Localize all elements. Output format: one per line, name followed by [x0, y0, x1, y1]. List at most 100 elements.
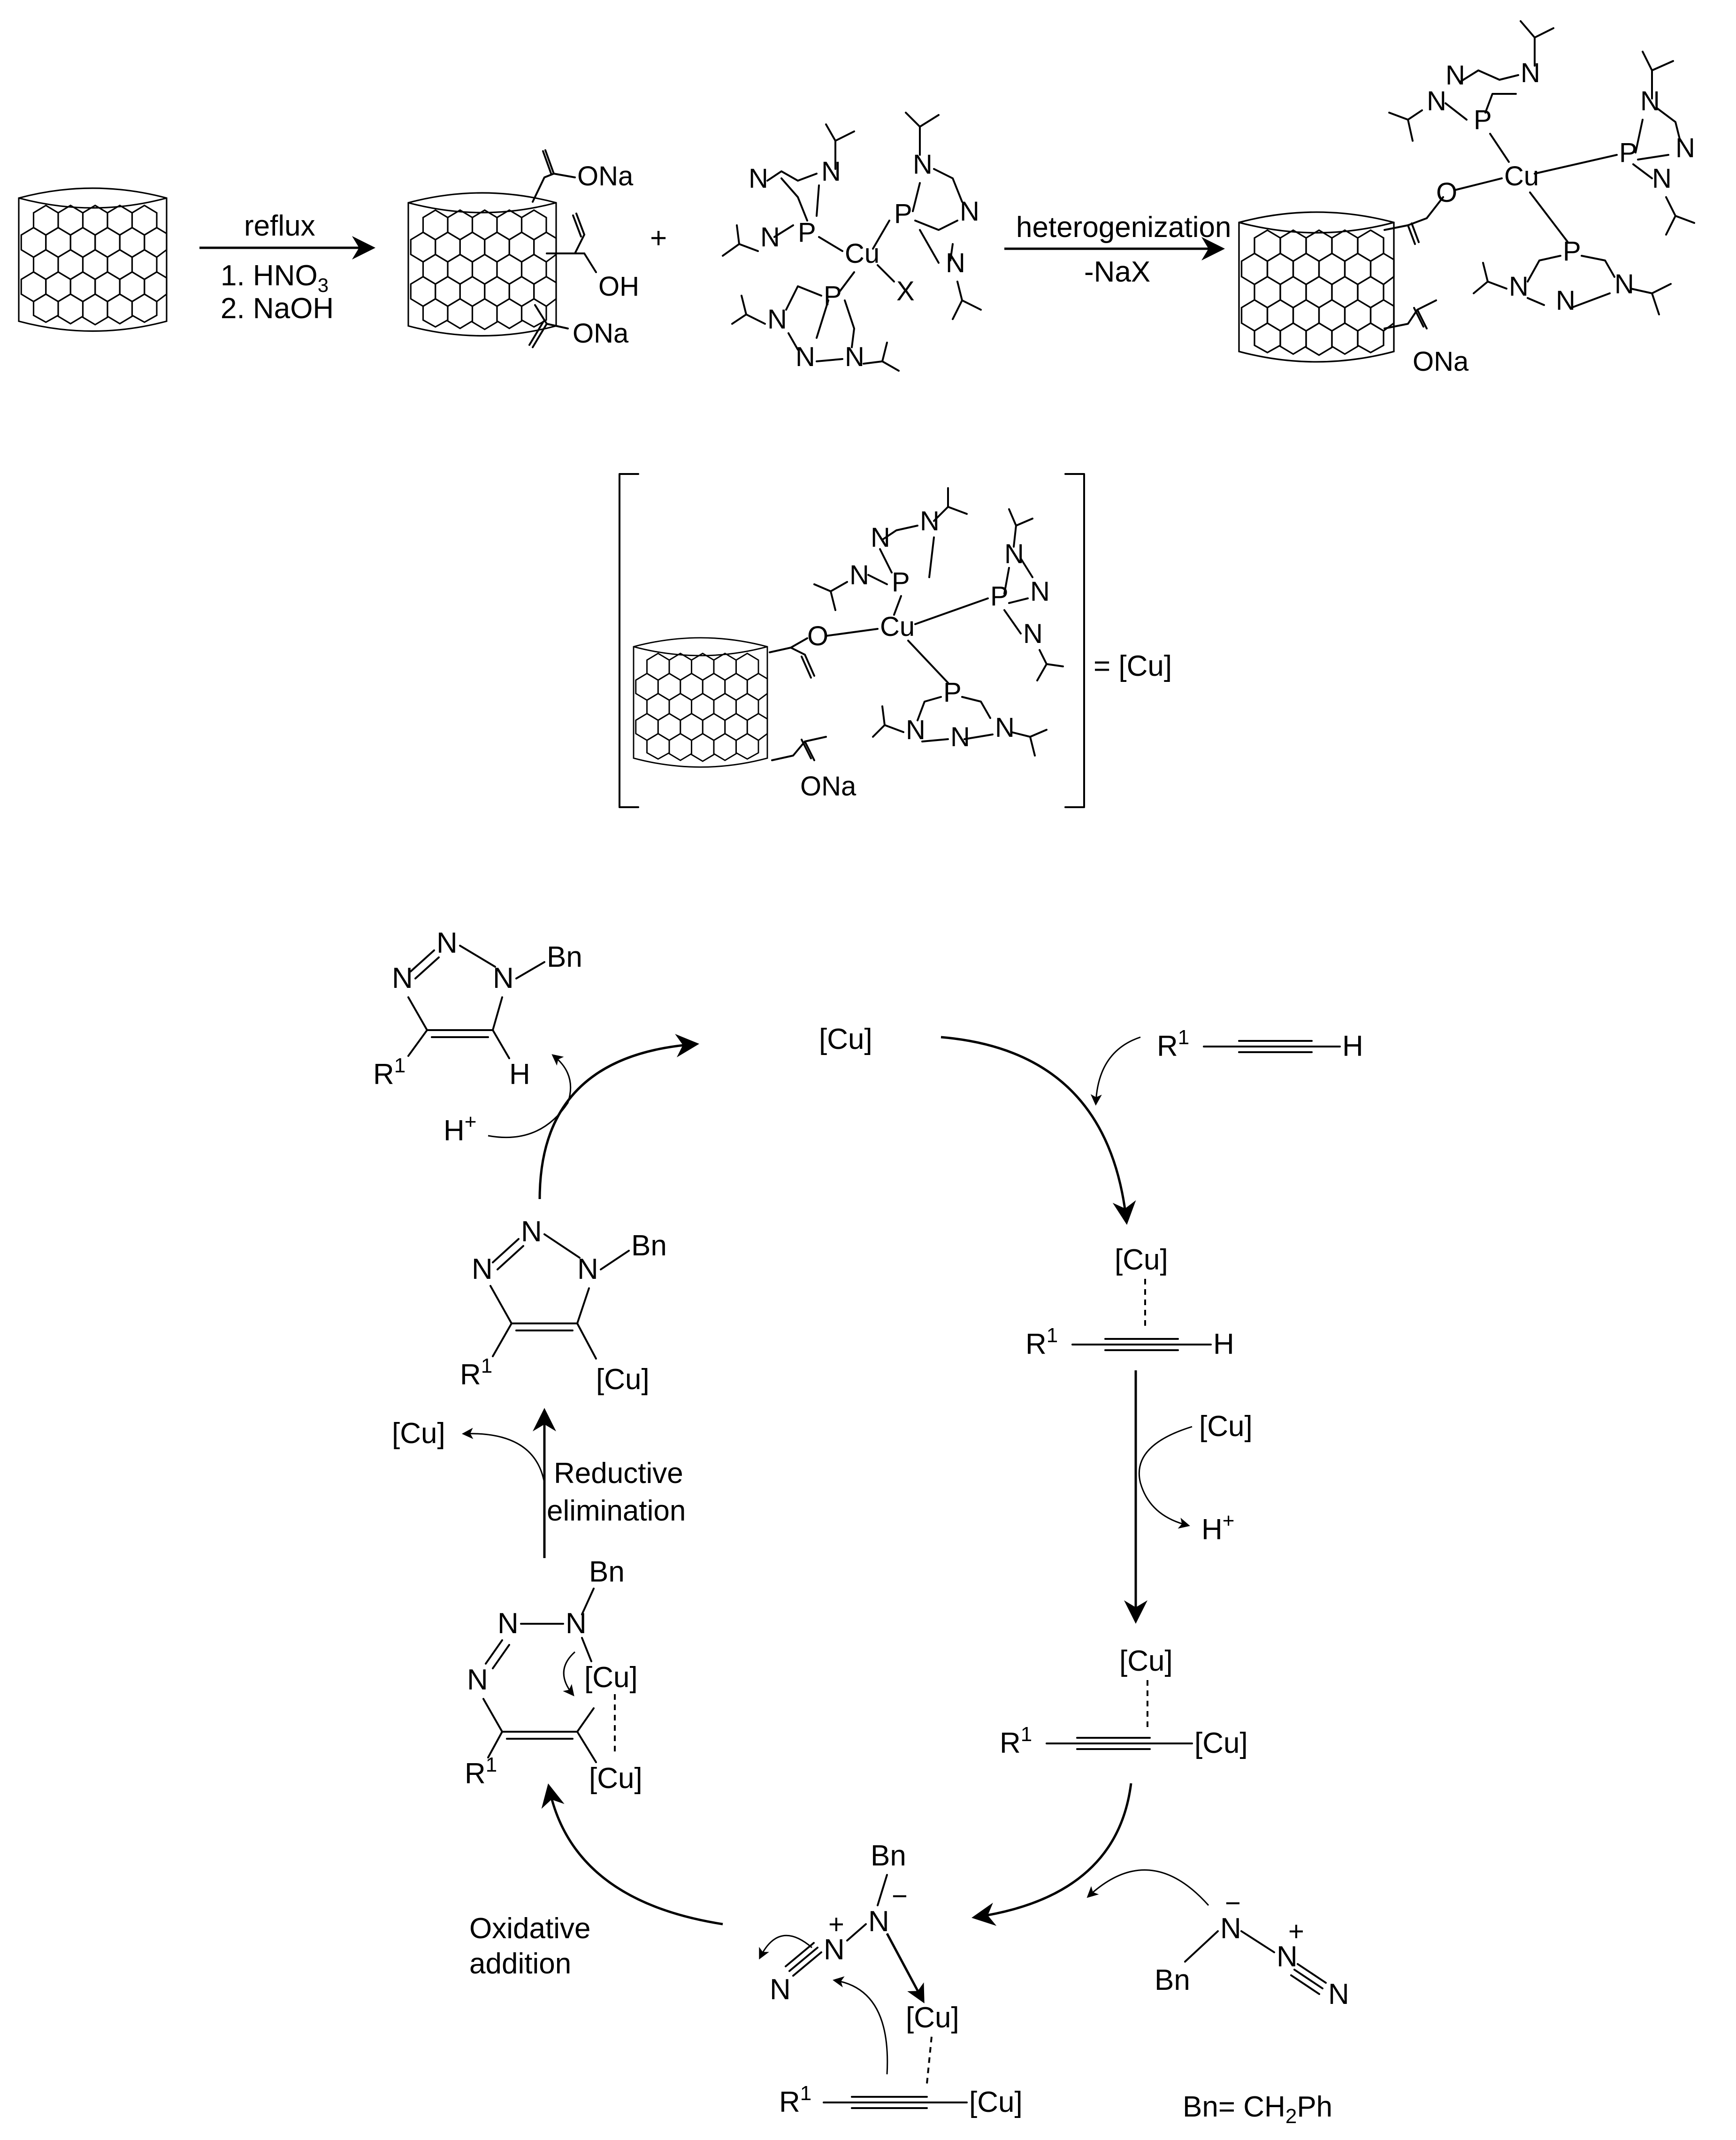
cycle-arrow-top-left	[538, 1034, 699, 1200]
svg-text:N: N	[467, 1664, 488, 1696]
svg-text:N: N	[920, 506, 940, 536]
svg-text:Bn: Bn	[589, 1556, 625, 1588]
svg-text:R1: R1	[1025, 1324, 1058, 1360]
deprotonation-step: [Cu] H+	[1138, 1410, 1253, 1546]
svg-text:−: −	[892, 1881, 908, 1911]
middle-oh-label: OH	[598, 271, 639, 302]
svg-text:N: N	[472, 1253, 493, 1285]
svg-text:−: −	[1225, 1888, 1241, 1918]
svg-text:P: P	[894, 199, 912, 229]
svg-text:Bn: Bn	[547, 941, 582, 973]
svg-text:H: H	[1342, 1030, 1363, 1062]
released-cu: [Cu]	[392, 1417, 445, 1450]
svg-text:N: N	[493, 962, 514, 994]
cu-pi-complex: [Cu] R1 H	[1025, 1244, 1234, 1360]
bottom-ona-label: ONa	[573, 318, 629, 349]
svg-text:P: P	[1619, 138, 1637, 168]
svg-text:P: P	[1474, 105, 1492, 135]
svg-text:N: N	[868, 1905, 889, 1938]
hno3-label: 1. HNO3	[221, 260, 329, 296]
svg-text:Bn: Bn	[871, 1840, 906, 1872]
svg-text:N: N	[1556, 285, 1575, 316]
svg-text:N: N	[824, 1934, 845, 1966]
plus-sign: +	[650, 222, 667, 254]
equals-cu-label: = [Cu]	[1094, 650, 1172, 682]
svg-text:O: O	[1436, 177, 1457, 208]
heterogenization-label: heterogenization	[1016, 211, 1231, 244]
cycle-arrow-bottom-left	[541, 1783, 723, 1926]
svg-text:[Cu]: [Cu]	[969, 2086, 1023, 2118]
svg-text:N: N	[497, 1607, 519, 1640]
svg-text:[Cu]: [Cu]	[1119, 1645, 1173, 1677]
copper-metallacycle: Bn N N N [Cu] [Cu] R1	[465, 1556, 642, 1795]
svg-text:N: N	[913, 149, 933, 180]
svg-text:H: H	[509, 1058, 530, 1091]
svg-text:N: N	[436, 927, 458, 959]
reflux-label: reflux	[244, 210, 315, 242]
cycle-arrow-top-right	[941, 1036, 1136, 1225]
svg-text:N: N	[849, 560, 869, 590]
svg-text:[Cu]: [Cu]	[1199, 1410, 1253, 1443]
svg-text:R1: R1	[779, 2082, 811, 2118]
svg-text:Bn: Bn	[1155, 1964, 1190, 1996]
svg-text:N: N	[995, 712, 1015, 743]
svg-text:N: N	[521, 1215, 542, 1248]
svg-text:N: N	[1652, 163, 1672, 194]
reflux-arrow: reflux 1. HNO3 2. NaOH	[199, 210, 375, 325]
svg-text:N: N	[566, 1607, 587, 1640]
svg-text:N: N	[1427, 86, 1446, 116]
azide-coordinated-acetylide: Bn N − N + N [Cu] R1 [Cu]	[759, 1840, 1023, 2118]
svg-text:R1: R1	[373, 1054, 405, 1091]
reductive-label-1: Reductive	[554, 1457, 683, 1490]
svg-text:N: N	[960, 196, 979, 227]
svg-text:X: X	[896, 276, 915, 306]
svg-text:N: N	[1328, 1978, 1349, 2010]
svg-text:Cu: Cu	[880, 611, 915, 642]
svg-text:N: N	[795, 342, 815, 372]
catalyst-cu: [Cu]	[819, 1023, 872, 1055]
nax-label: -NaX	[1084, 256, 1150, 288]
svg-text:R1: R1	[465, 1753, 497, 1790]
svg-text:[Cu]: [Cu]	[906, 2002, 959, 2034]
svg-text:N: N	[760, 222, 780, 252]
svg-text:N: N	[1445, 60, 1465, 91]
svg-text:N: N	[767, 304, 787, 335]
svg-text:R1: R1	[1157, 1026, 1189, 1062]
svg-text:H+: H+	[1201, 1509, 1234, 1546]
svg-text:+: +	[828, 1909, 844, 1940]
bn-definition: Bn= CH2Ph	[1183, 2091, 1332, 2128]
svg-text:N: N	[770, 1973, 791, 2006]
svg-text:N: N	[821, 156, 841, 187]
heterogenization-arrow: heterogenization -NaX	[1004, 211, 1231, 288]
svg-text:N: N	[577, 1253, 598, 1285]
reductive-elimination-step: Reductive elimination [Cu]	[392, 1417, 686, 1527]
svg-text:N: N	[1521, 58, 1540, 88]
svg-text:N: N	[1277, 1941, 1298, 1973]
svg-text:H: H	[1213, 1328, 1234, 1360]
svg-text:N: N	[1220, 1912, 1241, 1945]
svg-text:N: N	[950, 722, 970, 752]
benzyl-azide: N − N + N Bn	[1086, 1869, 1349, 2010]
svg-text:[Cu]: [Cu]	[589, 1762, 642, 1795]
reductive-label-2: elimination	[547, 1495, 686, 1527]
cu-triazolide: N N N Bn R1 [Cu]	[460, 1215, 667, 1396]
svg-text:Cu: Cu	[845, 238, 879, 269]
svg-text:[Cu]: [Cu]	[596, 1363, 650, 1396]
top-ona-label: ONa	[577, 161, 634, 191]
svg-text:R1: R1	[1000, 1723, 1032, 1759]
oxidative-label-1: Oxidative	[469, 1912, 590, 1945]
svg-text:N: N	[749, 163, 768, 194]
terminal-alkyne: R1 H	[1090, 1026, 1363, 1106]
svg-text:N: N	[1614, 269, 1634, 299]
oxidized-nanotube: ONa OH ONa	[407, 149, 639, 349]
svg-text:+: +	[1288, 1916, 1304, 1947]
cu-acetylide: [Cu] R1 [Cu]	[1000, 1645, 1248, 1759]
svg-text:O: O	[807, 621, 828, 651]
svg-text:N: N	[1509, 271, 1529, 302]
naoh-label: 2. NaOH	[221, 292, 334, 325]
heterogenized-catalyst: ONa O Cu P N N N P N N N P N N N	[1238, 20, 1695, 377]
cu-phosphine-complex: Cu X P N N N P N N N P N N N	[722, 112, 982, 372]
svg-text:N: N	[1030, 576, 1050, 607]
svg-text:N: N	[946, 248, 965, 278]
